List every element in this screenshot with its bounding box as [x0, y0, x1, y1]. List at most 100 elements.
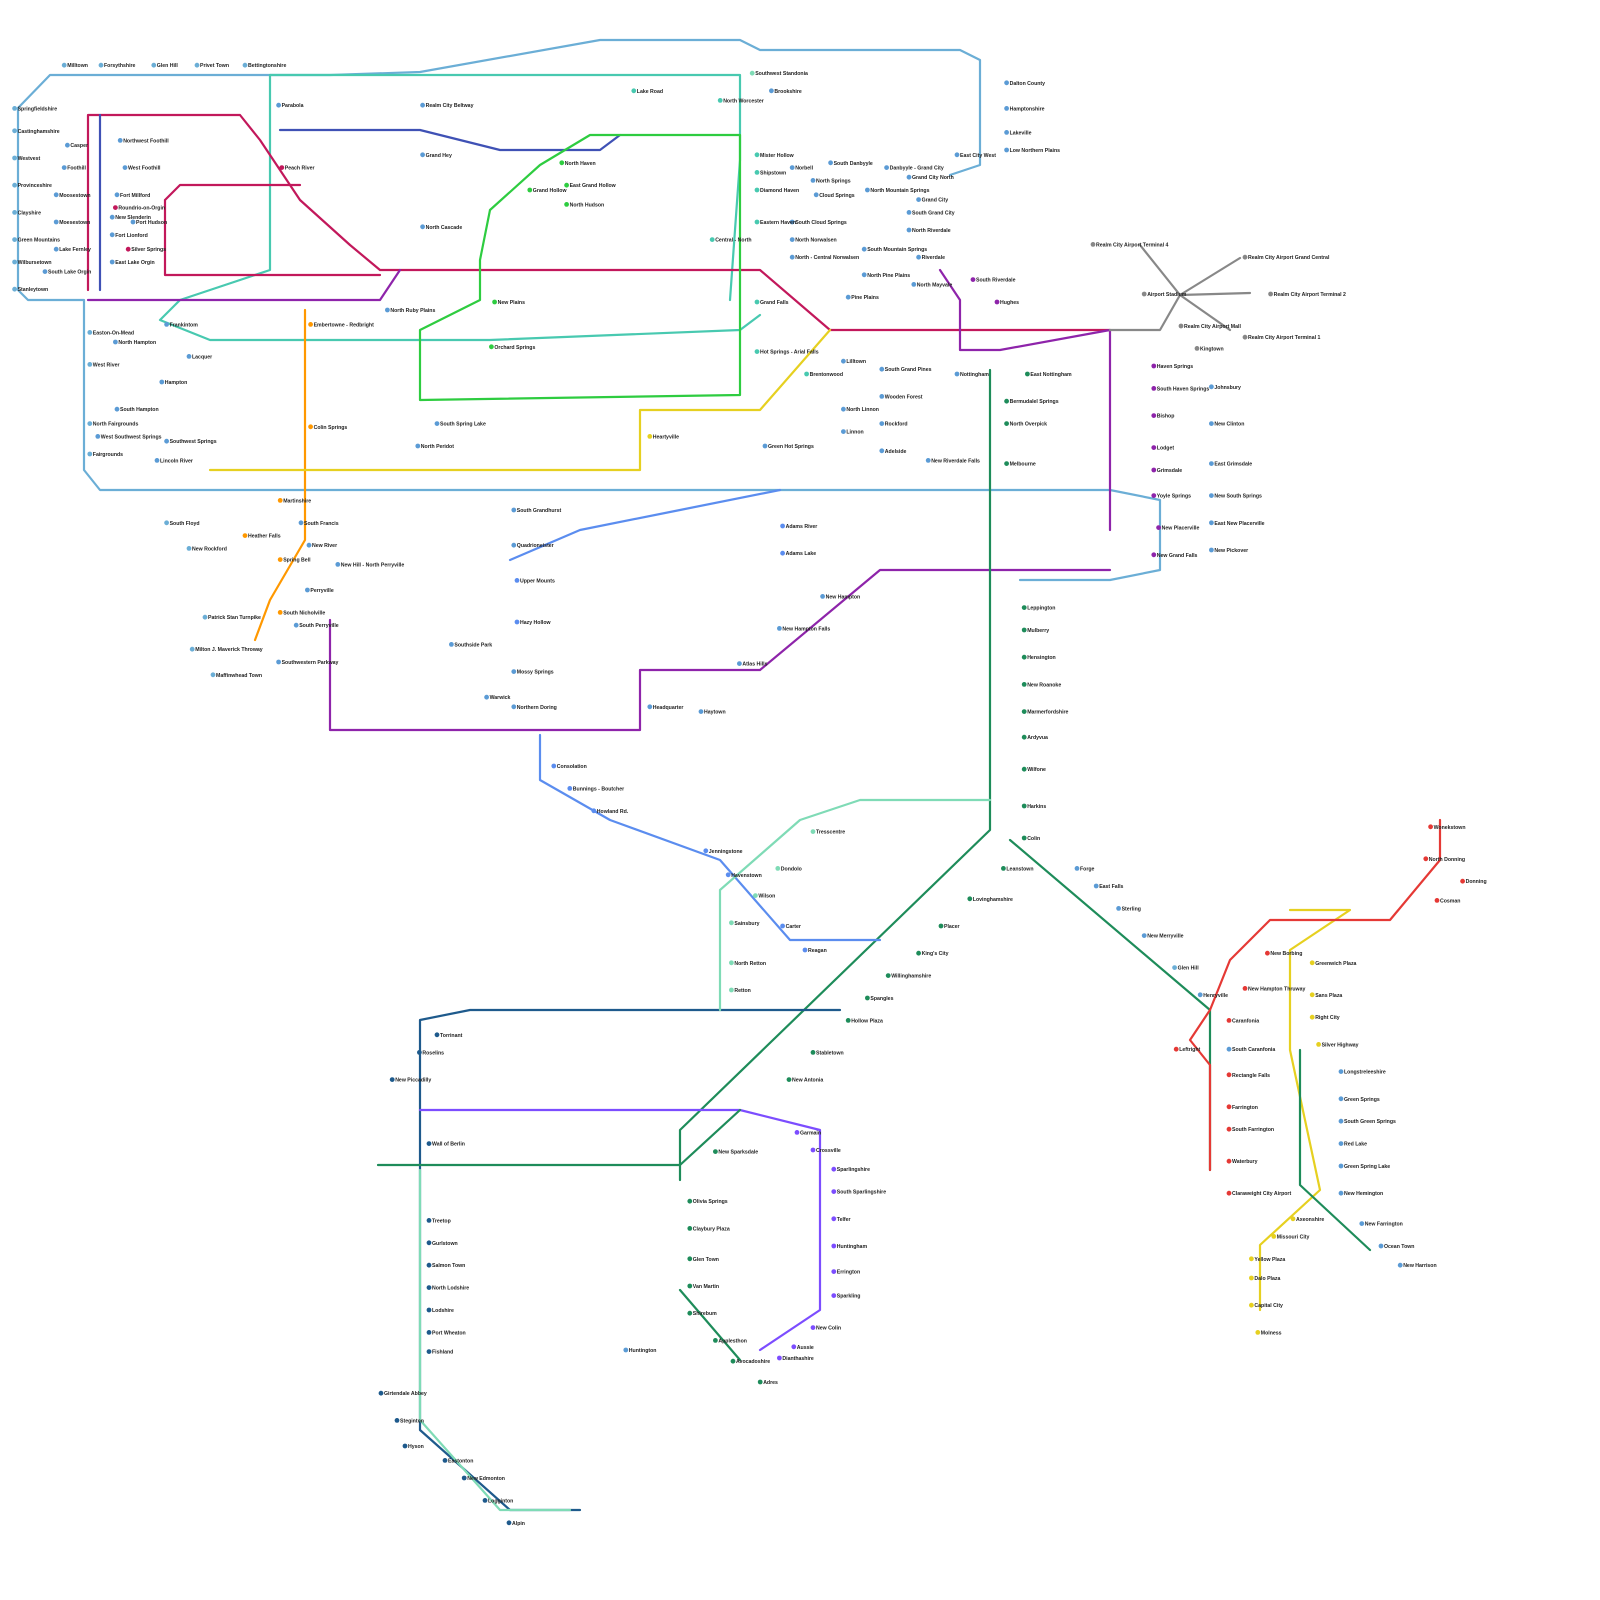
station-label: Lincoln River [160, 458, 193, 464]
line-path-l8 [208, 328, 1352, 1312]
station-marker [1226, 1046, 1232, 1052]
station-marker [114, 406, 120, 412]
station-label: Lacquer [192, 354, 212, 360]
station-label: Fort Millford [120, 193, 150, 199]
station-marker [1021, 654, 1027, 660]
station-label: Lodget [1157, 446, 1175, 452]
station-label: South Hampton [120, 407, 159, 413]
station-label: Heartyville [653, 434, 679, 440]
station-label: Avocadoshire [736, 1359, 770, 1365]
station-marker [389, 1077, 395, 1082]
station-marker [242, 62, 248, 68]
station-label: Warwick [490, 695, 511, 701]
station-marker [151, 62, 157, 68]
station-label: Realm City Beltway [426, 103, 474, 109]
station-marker [394, 1418, 400, 1423]
station-marker [1226, 1018, 1232, 1023]
station-marker [916, 254, 921, 260]
station-marker [186, 546, 192, 551]
station-marker [757, 1379, 763, 1385]
station-marker [53, 192, 59, 198]
station-label: Melbourne [1010, 462, 1036, 468]
station-marker [1021, 682, 1027, 687]
station-label: Dalo Plaza [1254, 1276, 1280, 1282]
station-marker [65, 142, 70, 148]
station-marker [810, 1050, 816, 1055]
station-marker [777, 626, 782, 631]
station-label: Spangles [870, 996, 893, 1002]
station-label: North Pine Plains [867, 273, 910, 279]
station-marker [1359, 1221, 1365, 1226]
station-label: Willinghamshire [891, 974, 931, 980]
station-marker [12, 155, 17, 161]
station-label: Green Mountains [18, 238, 60, 244]
station-marker [1242, 986, 1248, 991]
station-label: Yellow Plaza [1254, 1257, 1285, 1263]
station-label: West River [93, 362, 120, 368]
station-label: Bunnings - Boutcher [573, 786, 624, 792]
station-marker [754, 349, 760, 354]
station-marker [449, 642, 454, 647]
station-marker [1090, 242, 1096, 247]
station-label: Shipstown [760, 170, 786, 176]
station-marker [277, 610, 283, 615]
station-marker [1428, 824, 1433, 830]
station-label: South Francis [304, 521, 339, 527]
station-marker [87, 421, 93, 426]
station-label: Moosestown [59, 193, 90, 199]
station-label: Hyson [408, 1444, 424, 1450]
station-label: Tresscentre [816, 830, 845, 836]
station-marker [492, 299, 497, 305]
station-marker [53, 219, 59, 225]
station-label: South Green Springs [1344, 1119, 1396, 1125]
station-label: Wooden Forest [885, 394, 923, 400]
station-label: Red Lake [1344, 1142, 1367, 1148]
station-label: North Cascade [426, 225, 463, 231]
station-label: North Linnon [846, 407, 879, 413]
station-label: Leftright [1179, 1047, 1200, 1053]
station-label: South Lake Orgin [48, 270, 91, 276]
station-marker [426, 1330, 432, 1335]
station-label: Grand Hey [426, 153, 452, 159]
station-marker [1004, 80, 1009, 86]
station-label: Logginton [488, 1498, 513, 1504]
station-label: Ardyvua [1027, 735, 1048, 741]
station-label: Casper [70, 143, 88, 149]
station-label: Adres [763, 1380, 778, 1386]
station-label: Harkins [1027, 804, 1046, 810]
line-path-l9 [678, 368, 1372, 1362]
station-marker [420, 102, 425, 108]
station-label: Hughes [1000, 300, 1019, 306]
station-marker [845, 1018, 851, 1023]
station-marker [954, 152, 960, 158]
station-label: Realm City Airport Mall [1184, 324, 1241, 330]
station-label: Springfieldshire [18, 106, 58, 112]
station-label: New Merryville [1147, 934, 1183, 940]
station-label: South Caranfonia [1232, 1047, 1275, 1053]
station-label: Brentonwood [810, 372, 843, 378]
station-label: New Colin [816, 1326, 841, 1332]
station-marker [647, 704, 653, 710]
station-label: Treetop [432, 1218, 451, 1224]
station-label: Northern Doring [517, 705, 557, 711]
station-label: Linnon [846, 430, 863, 436]
station-marker [87, 451, 93, 457]
station-label: Glen Hill [157, 63, 179, 69]
station-marker [567, 786, 573, 791]
station-marker [164, 322, 170, 327]
station-marker [277, 557, 283, 562]
station-label: Adelside [885, 449, 907, 455]
station-label: Adams Lake [786, 551, 817, 557]
station-marker [1004, 130, 1009, 135]
station-marker [1316, 1042, 1321, 1047]
station-marker [484, 694, 489, 700]
station-label: North Retton [734, 961, 766, 967]
station-label: Brookshire [774, 89, 802, 95]
station-label: Sterling [1122, 906, 1141, 912]
station-label: Aussie [797, 1345, 814, 1351]
line-path-l13 [508, 488, 882, 942]
station-marker [749, 70, 755, 76]
station-label: South Grandhurst [517, 508, 562, 514]
station-label: New Riverdale Falls [931, 458, 980, 464]
